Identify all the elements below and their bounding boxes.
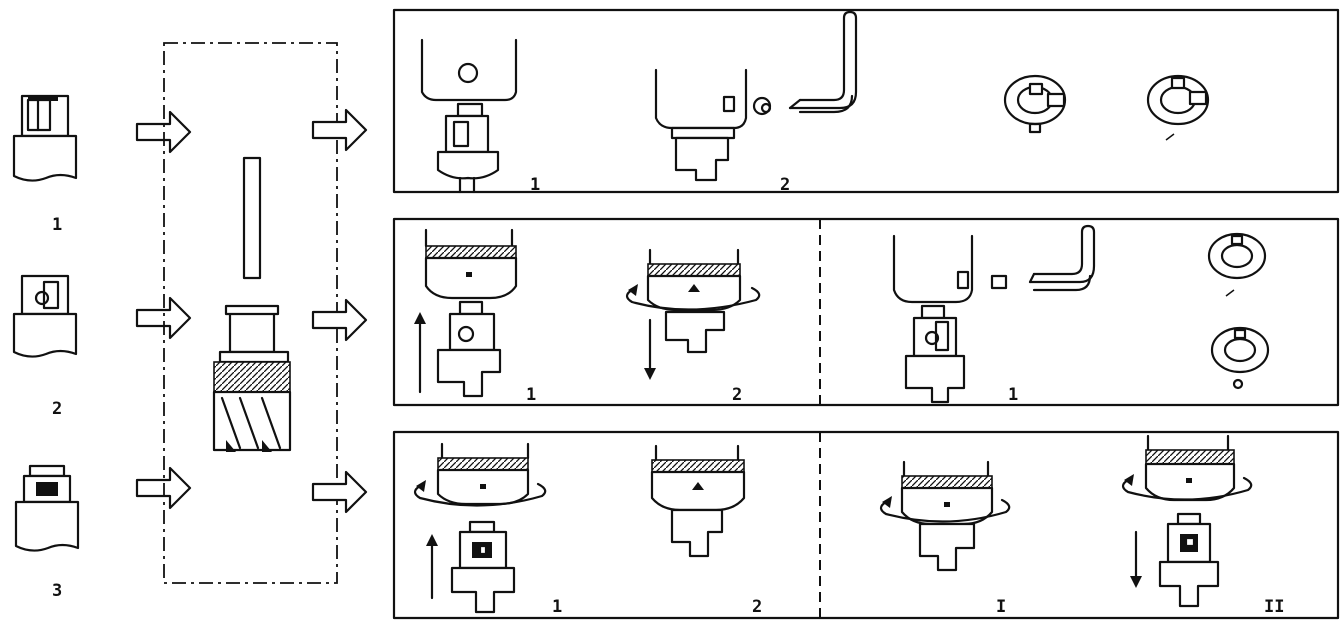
panel-mid-frame — [392, 217, 1340, 407]
hex-key-icon — [788, 10, 858, 114]
top-step2-spindle — [654, 68, 772, 182]
shank-type-3 — [14, 464, 80, 552]
panel-top-frame — [392, 8, 1340, 194]
top-step1-spindle — [420, 38, 518, 194]
panel-bottom-frame — [392, 430, 1340, 620]
bot-right-step-label-2: II — [1264, 597, 1284, 617]
mid-right-spindle — [892, 234, 1008, 404]
top-step-label-1: 1 — [530, 175, 540, 195]
mid-step1-quick-chuck — [414, 228, 518, 398]
mid-right-step-label-1: 1 — [1008, 385, 1018, 405]
mid-step2-quick-chuck — [625, 248, 761, 380]
annular-cutter — [212, 304, 292, 452]
bot-step-label-2: 2 — [752, 597, 762, 617]
shank-label-1: 1 — [52, 215, 62, 235]
shank-label-3: 3 — [52, 581, 62, 601]
bot-step2-chuck — [650, 444, 746, 558]
mid-step-label-1: 1 — [526, 385, 536, 405]
output-arrows — [311, 108, 368, 514]
bot-right-step2 — [1121, 434, 1253, 608]
top-step-label-2: 2 — [780, 175, 790, 195]
top-ring-a — [1003, 74, 1067, 134]
mid-hex-key-icon — [1028, 224, 1096, 292]
top-ring-b — [1146, 74, 1210, 141]
bot-step-label-1: 1 — [552, 597, 562, 617]
mid-ring-b — [1210, 326, 1270, 390]
bot-right-step1 — [879, 460, 1011, 572]
pilot-pin — [242, 156, 262, 280]
shank-type-1 — [12, 94, 78, 182]
shank-label-2: 2 — [52, 399, 62, 419]
mid-ring-a — [1207, 232, 1267, 297]
shank-type-2 — [12, 274, 78, 358]
bot-step1-chuck — [413, 442, 547, 614]
bot-right-step-label-1: I — [996, 597, 1006, 617]
mid-step-label-2: 2 — [732, 385, 742, 405]
